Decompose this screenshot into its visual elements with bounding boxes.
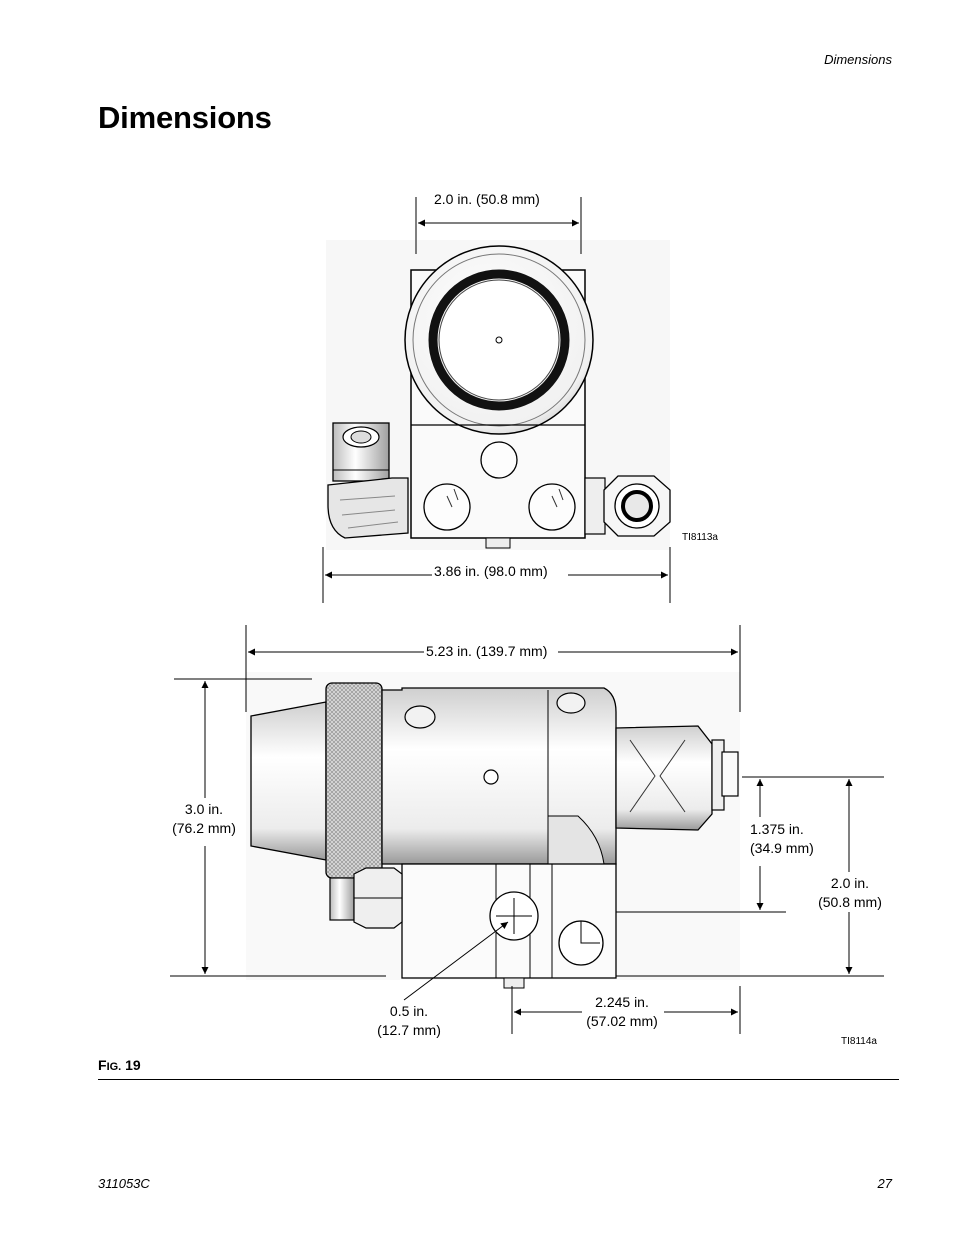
mount-hole-line1: 0.5 in. <box>389 1003 429 1019</box>
screw-head <box>404 705 436 729</box>
nozzle-cone <box>250 701 327 861</box>
height-label: 3.0 in. (76.2 mm) <box>164 800 244 838</box>
rear-nut <box>615 725 739 831</box>
base-height-label: 2.0 in. (50.8 mm) <box>810 874 890 912</box>
seal-ring <box>428 269 570 411</box>
height-label-line1: 3.0 in. <box>184 801 224 817</box>
side-length-label: 5.23 in. (139.7 mm) <box>426 643 548 659</box>
page-number: 27 <box>877 1176 892 1191</box>
port-center <box>480 441 518 479</box>
side-view-drawing <box>170 625 884 1034</box>
port-right <box>528 483 576 531</box>
caption-prefix-first: F <box>98 1057 107 1073</box>
inlet-offset-line1: 1.375 in. <box>750 821 804 837</box>
caption-number: 19 <box>125 1057 141 1073</box>
figure-caption: FIG. 19 <box>98 1057 141 1073</box>
side-figure-ref: TI8114a <box>841 1036 877 1047</box>
rear-offset-line2: (57.02 mm) <box>586 1013 658 1029</box>
nozzle-orifice <box>495 336 503 344</box>
mount-hole-label: 0.5 in. (12.7 mm) <box>368 1002 450 1040</box>
base-height-line1: 2.0 in. <box>830 875 870 891</box>
port-left <box>423 483 471 531</box>
mount-hole-line2: (12.7 mm) <box>377 1022 441 1038</box>
hex-fitting <box>584 475 671 537</box>
inlet-offset-line2: (34.9 mm) <box>750 840 814 856</box>
rear-offset-label: 2.245 in. (57.02 mm) <box>580 993 664 1031</box>
base-height-line2: (50.8 mm) <box>818 894 882 910</box>
caption-rule <box>98 1079 899 1080</box>
doc-number: 311053C <box>98 1176 150 1191</box>
top-width-label: 2.0 in. (50.8 mm) <box>434 191 540 207</box>
running-head: Dimensions <box>824 52 892 67</box>
height-label-line2: (76.2 mm) <box>172 820 236 836</box>
inlet-offset-label: 1.375 in. (34.9 mm) <box>750 820 814 858</box>
side-fitting <box>329 867 403 929</box>
top-figure-ref: TI8113a <box>682 532 718 543</box>
retaining-ring <box>325 682 383 879</box>
rear-offset-line1: 2.245 in. <box>595 994 649 1010</box>
leader-arrow <box>403 921 509 1001</box>
page-title: Dimensions <box>98 100 272 135</box>
top-overall-label: 3.86 in. (98.0 mm) <box>434 563 548 579</box>
caption-prefix-rest: IG. <box>106 1061 122 1073</box>
top-view-drawing <box>322 197 671 603</box>
elbow-fitting <box>327 422 409 539</box>
screw-head <box>556 692 586 714</box>
